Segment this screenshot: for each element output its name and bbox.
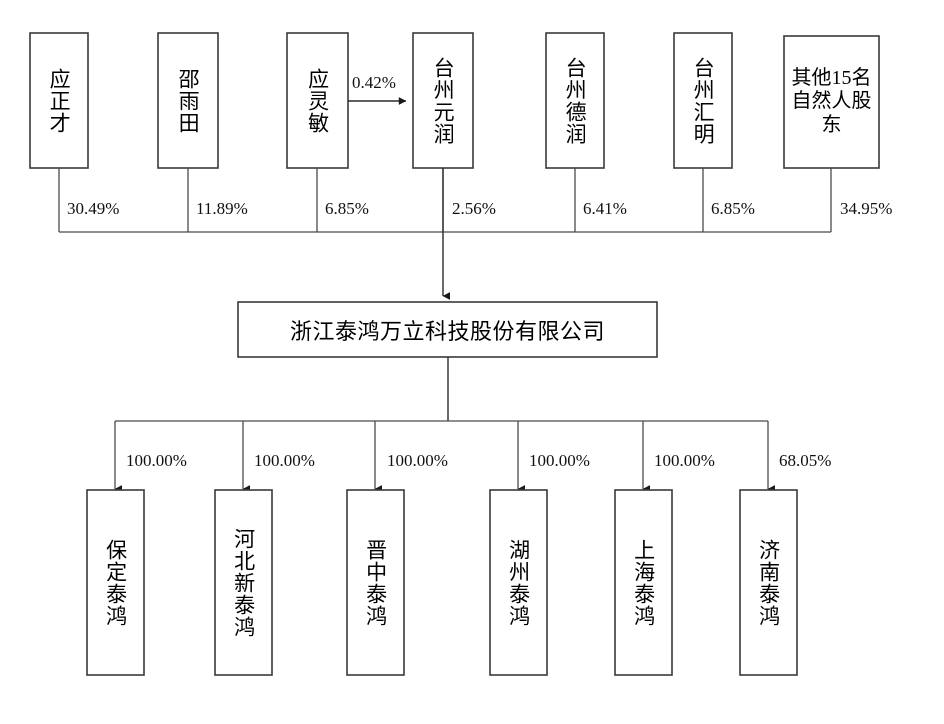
shareholder-pct-1: 11.89%	[196, 199, 248, 218]
subsidiary-pct-1: 100.00%	[254, 451, 315, 470]
shareholder-box-1[interactable]	[157, 32, 219, 169]
subsidiary-pct-4: 100.00%	[654, 451, 715, 470]
subsidiary-box-2[interactable]	[346, 489, 405, 676]
shareholder-pct-2: 6.85%	[325, 199, 369, 218]
subsidiary-box-4[interactable]	[614, 489, 673, 676]
shareholder-pct-6: 34.95%	[840, 199, 892, 218]
subsidiary-pct-3: 100.00%	[529, 451, 590, 470]
subsidiary-box-0[interactable]	[86, 489, 145, 676]
shareholder-box-3[interactable]	[412, 32, 474, 169]
subsidiary-box-1[interactable]	[214, 489, 273, 676]
shareholder-pct-5: 6.85%	[711, 199, 755, 218]
shareholder-box-0[interactable]	[29, 32, 89, 169]
subsidiary-pct-2: 100.00%	[387, 451, 448, 470]
shareholder-pct-0: 30.49%	[67, 199, 119, 218]
shareholder-box-5[interactable]	[673, 32, 733, 169]
subsidiary-box-5[interactable]	[739, 489, 798, 676]
subsidiary-box-3[interactable]	[489, 489, 548, 676]
subsidiary-pct-0: 100.00%	[126, 451, 187, 470]
cross-holding-pct: 0.42%	[352, 73, 396, 92]
shareholder-pct-4: 6.41%	[583, 199, 627, 218]
shareholder-box-2[interactable]	[286, 32, 349, 169]
shareholder-box-6[interactable]	[783, 35, 880, 169]
subsidiary-pct-5: 68.05%	[779, 451, 831, 470]
shareholder-pct-3: 2.56%	[452, 199, 496, 218]
shareholder-box-4[interactable]	[545, 32, 605, 169]
main-company-box[interactable]	[237, 301, 658, 358]
